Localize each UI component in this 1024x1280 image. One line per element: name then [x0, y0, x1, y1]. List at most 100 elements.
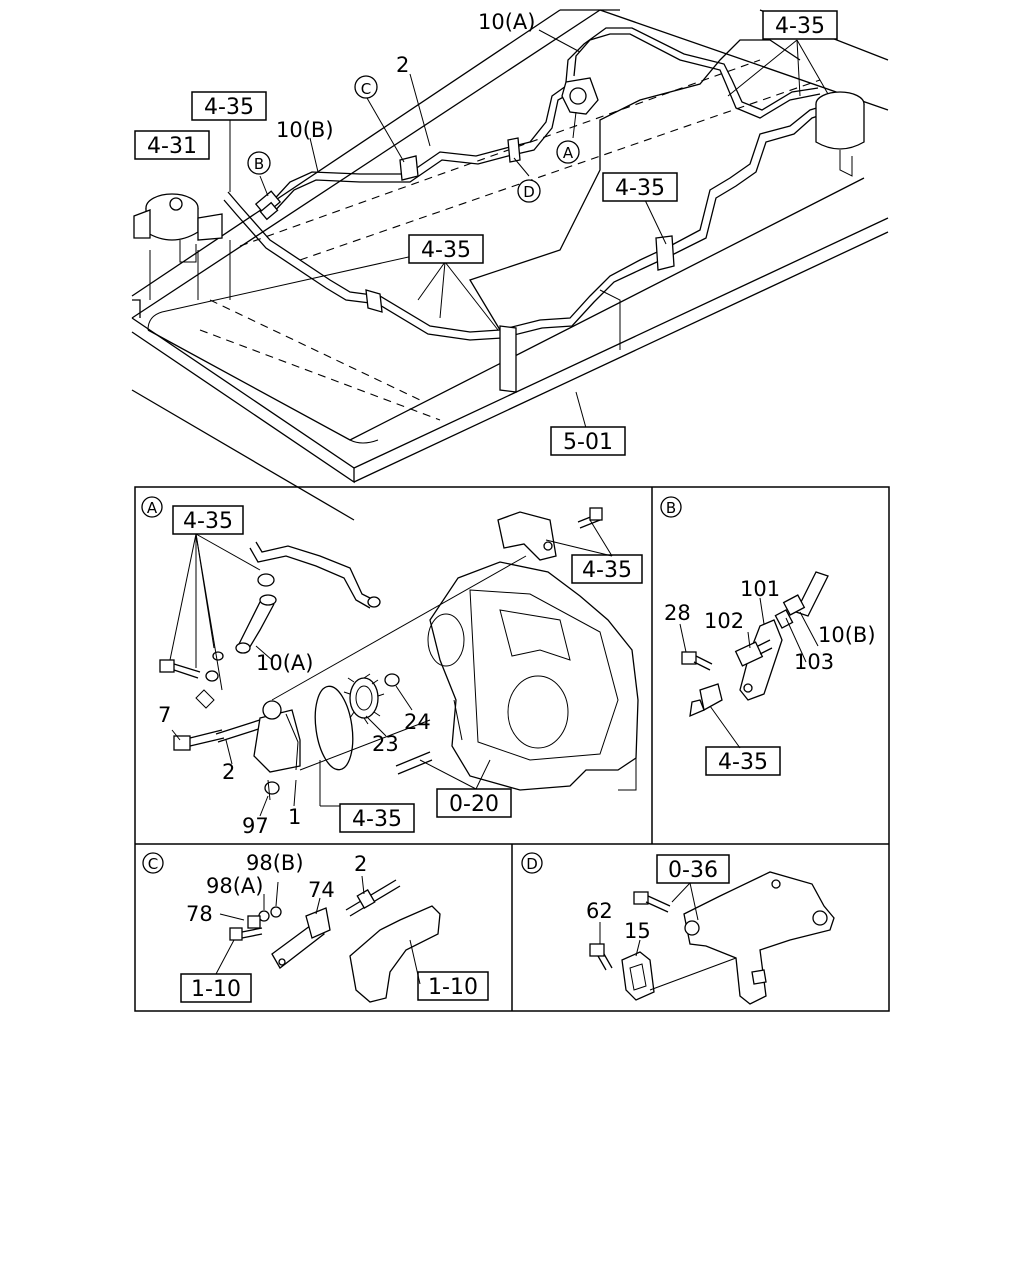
clip-d: [507, 137, 521, 163]
connector-b: [254, 190, 282, 221]
ref-box-b-bottom: 4-35: [705, 746, 781, 776]
frame-clip-1: [365, 289, 383, 313]
main-overview: 10(A) 2 10(B) C B A D 4-35 4-35 4-: [131, 9, 889, 521]
svg-text:4-35: 4-35: [718, 750, 768, 775]
svg-text:C: C: [361, 80, 371, 98]
frame-clip-2: [499, 325, 517, 393]
svg-text:4-35: 4-35: [615, 176, 665, 201]
detail-d-marker: D: [521, 852, 543, 874]
stud: [395, 751, 433, 775]
label-a-23: 23: [372, 732, 399, 756]
detail-b: B 4-35: [660, 496, 876, 776]
bracket-d: [683, 871, 835, 1005]
bracket-d-hole-1: [684, 920, 700, 936]
detail-b-marker: B: [660, 496, 682, 518]
bracket-c-large: [349, 905, 441, 1003]
svg-text:0-36: 0-36: [668, 858, 718, 883]
clip-15: [621, 951, 655, 1001]
label-b-10b: 10(B): [818, 623, 876, 647]
label-2: 2: [396, 53, 409, 77]
ref-box-4-35-mid-right: 4-35: [602, 172, 678, 202]
ref-box-4-31: 4-31: [134, 130, 210, 160]
label-c-2: 2: [354, 852, 367, 876]
bracket-74: [305, 907, 331, 939]
svg-text:4-31: 4-31: [147, 134, 197, 159]
label-a-7: 7: [158, 703, 171, 727]
detail-b-leaders: [679, 597, 819, 749]
label-a-2: 2: [222, 760, 235, 784]
ref-box-4-35-mid: 4-35: [408, 234, 484, 264]
callout-a: A: [556, 140, 580, 164]
ref-box-c-right: 1-10: [417, 971, 489, 1001]
bolt-62: [589, 943, 613, 971]
leader-lines: [229, 29, 829, 429]
alignment-line-bottom: [299, 719, 431, 771]
bolt-d-top: [633, 891, 671, 913]
label-b-101: 101: [740, 577, 780, 601]
label-b-28: 28: [664, 601, 691, 625]
bracket-hole: [743, 683, 753, 693]
nut-78: [247, 915, 261, 929]
pipe-10a-detail: [249, 541, 381, 609]
svg-text:D: D: [526, 855, 538, 873]
callout-c: C: [354, 75, 378, 99]
frame-clip-3: [655, 235, 675, 271]
brake-pipe-10b: [267, 85, 573, 215]
pipe-10b-detail: [774, 571, 829, 629]
label-10a: 10(A): [478, 10, 535, 34]
alignment-line-top: [271, 555, 527, 701]
label-b-102: 102: [704, 609, 744, 633]
pump: [253, 700, 301, 801]
chassis-frame: [131, 9, 889, 521]
ref-box-a-0-20: 0-20: [436, 788, 512, 818]
svg-text:A: A: [147, 499, 158, 517]
detail-d: D 0-36 62 15: [521, 852, 835, 1005]
master-cylinder-left: [133, 193, 223, 263]
ref-box-c-left: 1-10: [180, 973, 252, 1003]
label-b-103: 103: [794, 650, 834, 674]
washer-98b: [270, 906, 282, 918]
detail-d-leaders: [599, 882, 737, 991]
svg-text:4-35: 4-35: [775, 14, 825, 39]
ref-box-d-top: 0-36: [656, 854, 730, 884]
label-a-97: 97: [242, 814, 269, 838]
valve-a: [561, 77, 599, 115]
flywheel-housing: [427, 561, 639, 791]
clip-c: [399, 155, 419, 181]
ref-box-4-35-reservoir: 4-35: [762, 10, 838, 40]
brake-pipe-10a: [223, 27, 831, 341]
label-a-10a: 10(A): [256, 651, 313, 675]
label-10b: 10(B): [276, 118, 334, 142]
bracket-top: [497, 507, 603, 561]
bolt-7: [173, 729, 225, 751]
svg-text:4-35: 4-35: [204, 95, 254, 120]
svg-text:4-35: 4-35: [582, 558, 632, 583]
label-a-1: 1: [288, 805, 301, 829]
reservoir-right: [815, 91, 865, 177]
label-c-78: 78: [186, 902, 213, 926]
callout-b: B: [247, 151, 271, 175]
svg-text:1-10: 1-10: [428, 975, 478, 1000]
hose: [235, 594, 277, 654]
svg-text:4-35: 4-35: [352, 807, 402, 832]
fitting-102: [734, 639, 773, 667]
plate-hole: [278, 958, 286, 966]
ref-box-4-35-master-top: 4-35: [191, 91, 267, 121]
svg-text:A: A: [563, 144, 574, 162]
clip-15-slot: [629, 963, 647, 991]
svg-text:1-10: 1-10: [191, 977, 241, 1002]
rod-c-2: [345, 879, 401, 917]
detail-c: C 1-10 1-10: [142, 851, 489, 1003]
ref-box-a-top-right: 4-35: [571, 554, 643, 584]
label-d-62: 62: [586, 899, 613, 923]
ref-box-a-top-left: 4-35: [172, 505, 244, 535]
gear-23: [343, 673, 385, 725]
detail-c-leaders: [215, 875, 421, 985]
detail-a: A 4-35 4-35 4-35 0-20: [141, 496, 643, 838]
detail-c-marker: C: [142, 852, 164, 874]
svg-text:5-01: 5-01: [563, 430, 613, 455]
label-c-98b: 98(B): [246, 851, 304, 875]
ref-box-a-bottom: 4-35: [339, 803, 415, 833]
nut-24: [384, 673, 400, 687]
